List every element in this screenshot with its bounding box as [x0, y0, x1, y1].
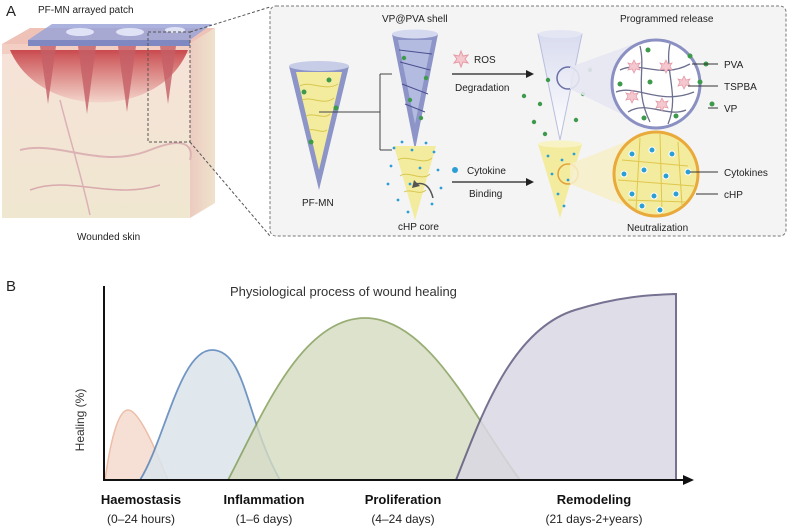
- wounded-skin-label: Wounded skin: [77, 232, 140, 243]
- phase-name-proliferation: Proliferation: [365, 492, 442, 507]
- binding-arrowhead: [526, 178, 534, 186]
- legend-pva: PVA: [724, 60, 744, 71]
- phase-name-remodeling: Remodeling: [557, 492, 631, 507]
- panel-b-letter: B: [6, 278, 16, 295]
- binding-label: Binding: [469, 189, 502, 200]
- ros-icon: [452, 49, 470, 69]
- x-axis-arrowhead: [683, 475, 694, 485]
- legend-vp: VP: [724, 104, 738, 115]
- phase-range-proliferation: (4–24 days): [371, 512, 434, 526]
- ros-label: ROS: [474, 55, 496, 66]
- legend-tspba: TSPBA: [724, 82, 757, 93]
- curve-remodeling: [454, 292, 677, 481]
- legend-cytokines: Cytokines: [724, 168, 768, 179]
- panel-a-letter: A: [6, 3, 16, 20]
- phase-range-remodeling: (21 days-2+years): [545, 512, 642, 526]
- phase-range-inflammation: (1–6 days): [236, 512, 293, 526]
- zoom-box: [147, 31, 191, 143]
- vp-pva-shell: [392, 29, 438, 150]
- wounded-skin-block: [2, 28, 215, 218]
- neutralization-label: Neutralization: [627, 223, 688, 234]
- pva-network-circle: [610, 38, 715, 130]
- schematic-box: [269, 5, 787, 237]
- panel-b-title: Physiological process of wound healing: [230, 284, 457, 299]
- pf-mn-label: PF-MN: [302, 198, 334, 209]
- zoom-leader-top: [189, 6, 271, 33]
- pf-mn-patch: [28, 24, 212, 114]
- cytokine-label: Cytokine: [467, 166, 506, 177]
- phase-name-haemostasis: Haemostasis: [101, 492, 181, 507]
- degradation-arrowhead: [526, 70, 534, 78]
- patch-label: PF-MN arrayed patch: [38, 5, 134, 16]
- legend-bottom-leaders: [690, 171, 718, 195]
- y-axis-label: Healing (%): [73, 389, 87, 452]
- chp-core: [386, 140, 443, 220]
- phase-range-haemostasis: (0–24 hours): [107, 512, 175, 526]
- shell-label: VP@PVA shell: [382, 14, 448, 25]
- programmed-release-label: Programmed release: [620, 14, 714, 25]
- chp-network-circle: [612, 130, 700, 218]
- pf-mn-needle: [289, 61, 349, 190]
- degradation-label: Degradation: [455, 83, 509, 94]
- phase-name-inflammation: Inflammation: [224, 492, 305, 507]
- legend-chp: cHP: [724, 190, 743, 201]
- cytokine-icon: [452, 167, 458, 173]
- branch-connector: [319, 73, 392, 151]
- core-label: cHP core: [398, 222, 439, 233]
- zoom-leader-bottom: [189, 141, 271, 237]
- legend-top-leaders: [688, 63, 718, 109]
